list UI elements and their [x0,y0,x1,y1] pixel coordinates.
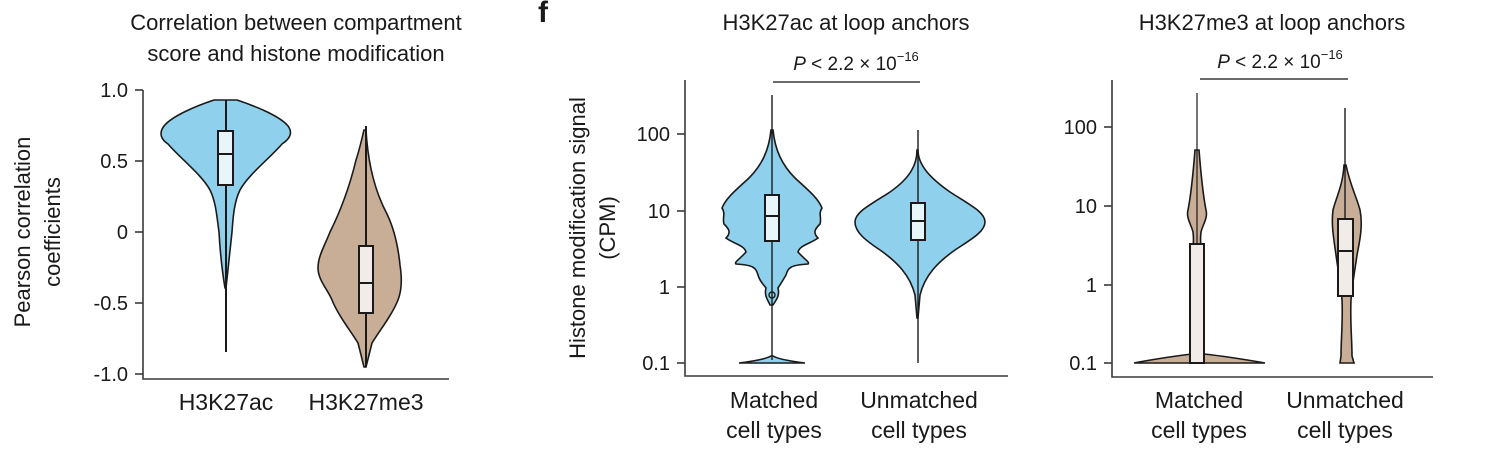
panel-e-title-line2: score and histone modification [147,41,444,66]
yticks: 100 10 1 0.1 [637,124,685,375]
panel-correlation: Correlation between compartment score an… [10,10,462,415]
ytick-label: 100 [637,124,670,146]
panel-title: H3K27me3 at loop anchors [1139,10,1406,35]
ylabel-line1: Pearson correlation [10,137,35,328]
ytick-label: -1.0 [94,364,128,386]
panel-axes [1111,80,1433,378]
xtick-unmatched-line1: Unmatched [1286,387,1404,413]
ytick-label: 0.1 [642,353,670,375]
ytick-label: 10 [1075,196,1097,218]
p-value-annotation: P < 2.2 × 10−16 [1217,47,1343,73]
ytick-label: 0.1 [1069,353,1097,375]
panel-title: H3K27ac at loop anchors [722,10,969,35]
violin-unmatched-ac [854,130,986,363]
panel-e-title-line1: Correlation between compartment [130,10,461,35]
xtick-matched-line1: Matched [730,387,818,413]
violin-h3k27ac [160,99,292,352]
violin-h3k27me3 [317,126,403,368]
xtick-unmatched-line2: cell types [871,417,967,443]
xtick-unmatched-line1: Unmatched [860,387,978,413]
panel-axes [684,80,1008,377]
ytick-label: 1 [1086,275,1097,297]
ytick-label: -0.5 [94,293,128,315]
xtick-h3k27me3: H3K27me3 [308,389,423,415]
panel-h3k27me3-loop-anchors: H3K27me3 at loop anchors P < 2.2 × 10−16… [1064,10,1433,443]
xtick-matched-line2: cell types [726,417,822,443]
ylabel-line2: (CPM) [595,196,620,260]
panel-letter-f: f [538,0,549,29]
ytick-label: 100 [1064,117,1097,139]
xtick-h3k27ac: H3K27ac [179,389,274,415]
ytick-label: 0.5 [100,151,128,173]
violin-matched-ac [721,95,823,364]
panel-e-ylabel: Pearson correlation coefficients [10,137,65,328]
panel-e-axes [142,90,449,380]
ytick-label: 0 [117,222,128,244]
xtick-matched-line1: Matched [1155,387,1243,413]
panel-h3k27ac-loop-anchors: H3K27ac at loop anchors P < 2.2 × 10−16 … [637,10,1008,443]
p-value-annotation: P < 2.2 × 10−16 [793,49,919,75]
violin-matched-me3 [1133,93,1266,364]
yticks: 100 10 1 0.1 [1064,117,1112,375]
ytick-label: 10 [648,201,670,223]
ylabel-line2: coefficients [40,177,65,287]
xtick-unmatched-line2: cell types [1297,417,1393,443]
panel-e-yticks: 1.0 0.5 0 -0.5 -1.0 [94,80,143,386]
ylabel-line1: Histone modification signal [565,97,590,359]
ytick-label: 1.0 [100,80,128,102]
violin-unmatched-me3 [1331,108,1363,364]
panel-f-ylabel: Histone modification signal (CPM) [565,97,620,359]
xtick-matched-line2: cell types [1151,417,1247,443]
ytick-label: 1 [659,277,670,299]
